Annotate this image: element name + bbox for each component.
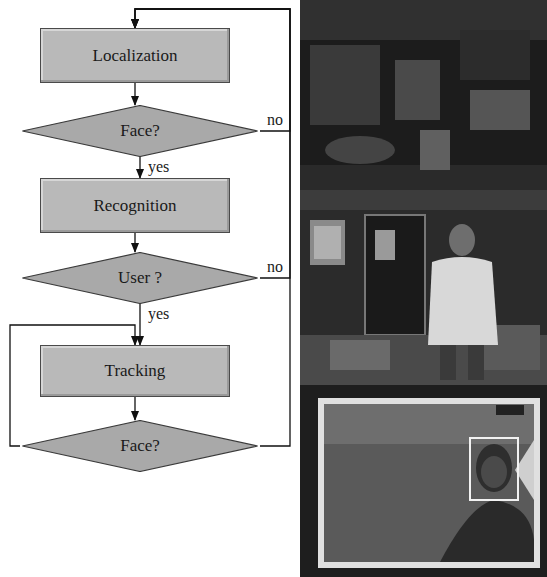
- person-photo: [300, 190, 547, 385]
- decision-diamond: Face?: [20, 420, 260, 472]
- diamond-shape: [22, 106, 257, 157]
- process-box: Recognition: [40, 178, 230, 233]
- tracking-screen-photo: [300, 385, 547, 577]
- diamond-shape: [22, 421, 257, 472]
- node-text: Recognition: [93, 196, 176, 216]
- flow-connector: [134, 397, 135, 420]
- edge-label: no: [266, 258, 284, 276]
- flow-connector: [134, 83, 135, 105]
- node-text: Tracking: [105, 361, 166, 381]
- node-text: Face?: [120, 121, 160, 141]
- process-box: Localization: [40, 28, 230, 83]
- flow-connector: [134, 233, 135, 252]
- empty-room-photo: [300, 0, 547, 190]
- edge-label: yes: [147, 305, 170, 323]
- decision-diamond: User ?: [20, 252, 260, 304]
- process-box: Tracking: [40, 345, 230, 397]
- diamond-shape: [22, 253, 257, 304]
- node-text: User ?: [118, 268, 162, 288]
- decision-diamond: Face?: [20, 105, 260, 157]
- edge-label: yes: [147, 158, 170, 176]
- node-text: Localization: [93, 46, 178, 66]
- flow-connector: [139, 304, 140, 345]
- edge-label: no: [266, 111, 284, 129]
- flow-connector: [139, 157, 140, 178]
- node-text: Face?: [120, 436, 160, 456]
